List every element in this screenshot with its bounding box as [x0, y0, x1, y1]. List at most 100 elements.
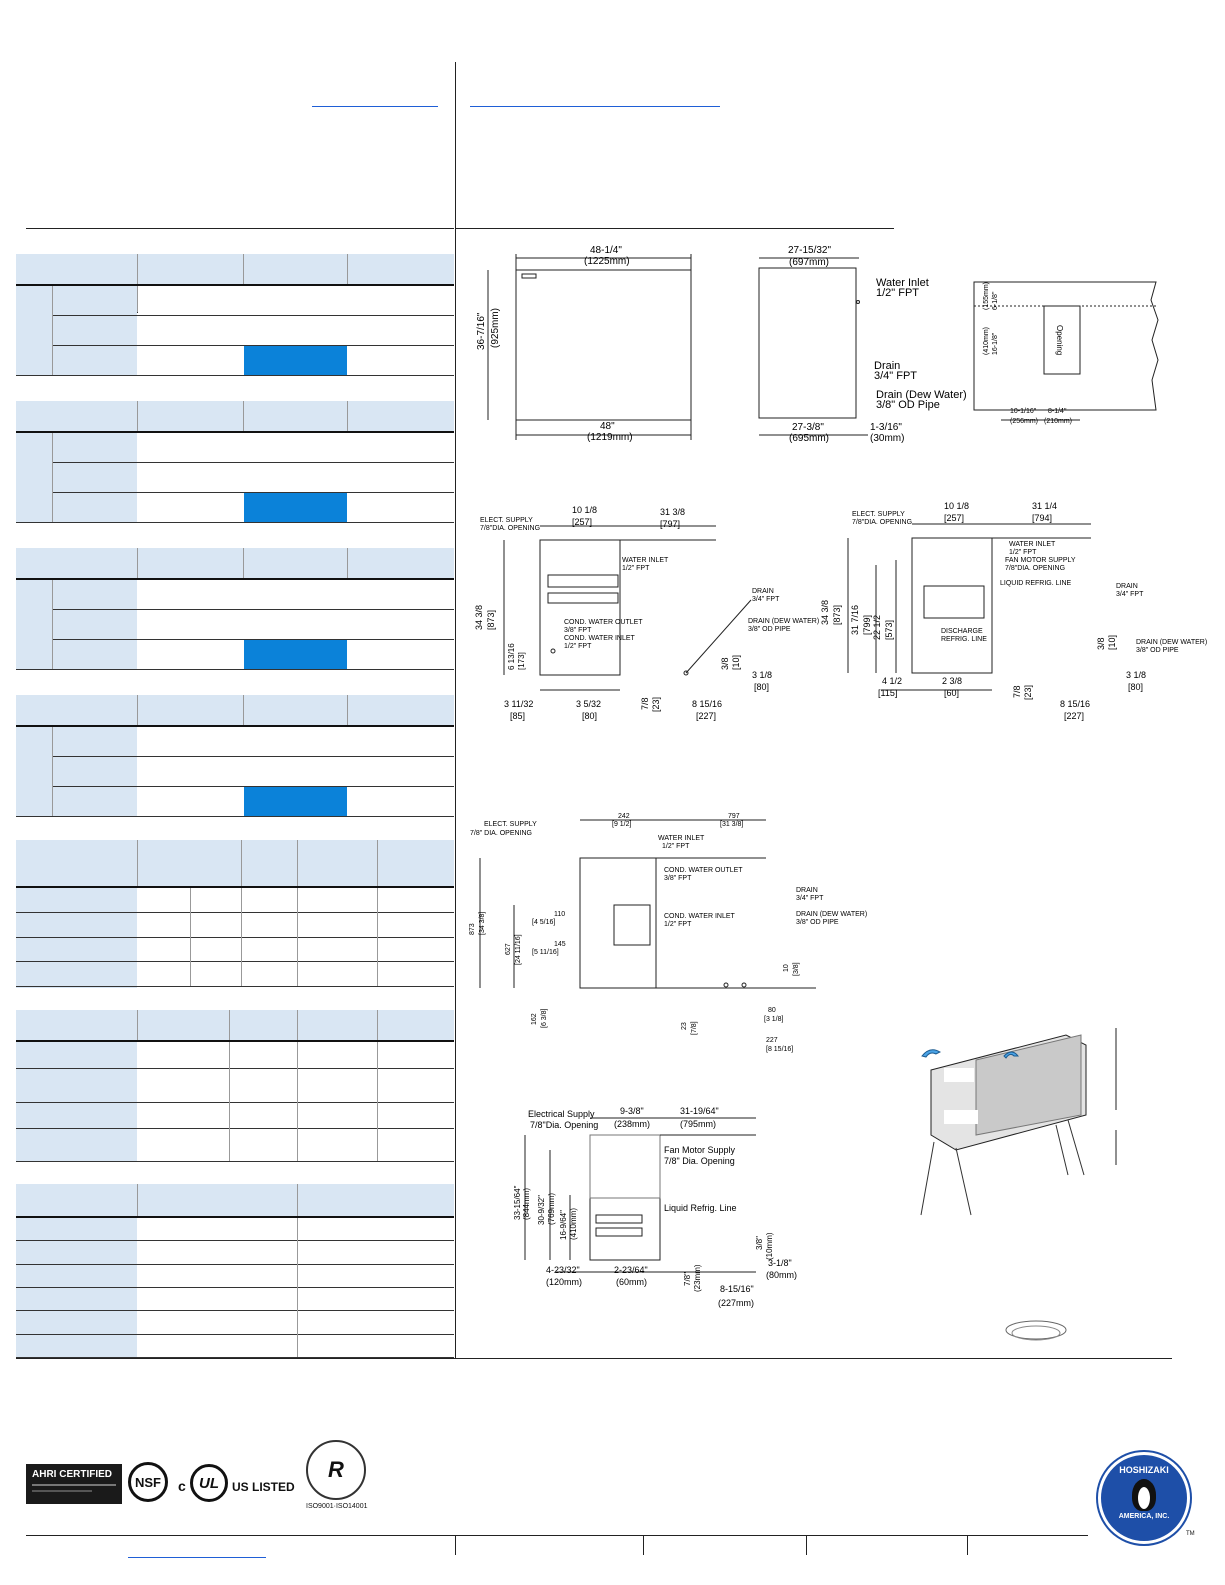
mv-b2-in: [3 1/8]	[764, 1016, 784, 1023]
sv-offset: 1-3/16"	[870, 422, 902, 433]
mv-h2-in: [24 11/16]	[515, 934, 522, 965]
remote-view-cabinet	[911, 537, 993, 674]
mv-drain-dew: DRAIN (DEW WATER)	[796, 911, 867, 918]
ov-left-dim: 10-1/16"	[1010, 408, 1037, 415]
rv-discharge-line: DISCHARGE	[941, 628, 983, 635]
header-link-right[interactable]	[470, 106, 720, 107]
wc-dim-top-left-mm: [257]	[572, 517, 592, 527]
wc-bottom-small: 7/8	[640, 697, 650, 710]
ahri-logo: AHRI CERTIFIED	[26, 1464, 122, 1504]
mv-b3-in: [8 15/16]	[766, 1046, 793, 1053]
wc-drain-dew: DRAIN (DEW WATER)	[748, 618, 819, 625]
header-link-left[interactable]	[312, 106, 438, 107]
nsf-label: NSF	[135, 1474, 161, 1490]
bottom-section-rule	[16, 1358, 1172, 1359]
rv-drain-size: 3/4" FPT	[1116, 591, 1144, 598]
wc-water-inlet-size: 1/2" FPT	[622, 565, 650, 572]
wc-bottom-left-mm: [85]	[510, 711, 525, 721]
sv-drain-size: 3/4" FPT	[874, 370, 917, 382]
ul-c-label: c	[178, 1478, 186, 1494]
rv-height: 34 3/8	[820, 600, 830, 625]
mv-cond-inlet: COND. WATER INLET	[664, 913, 736, 920]
rv-bottom-left: 4 1/2	[882, 676, 902, 686]
rv-water-inlet: WATER INLET	[1009, 541, 1056, 548]
fv-height: 36-7/16"	[476, 312, 487, 350]
mv-b1: 23	[681, 1022, 688, 1030]
rv-height2: 31 7/16	[850, 605, 860, 635]
rv-right-small-mm: [10]	[1107, 635, 1117, 650]
rm-dim-top-right: 31-19/64"	[680, 1106, 719, 1116]
rv-discharge-line2: REFRIG. LINE	[941, 636, 987, 643]
front-view-badge	[521, 273, 537, 279]
rv-drain: DRAIN	[1116, 583, 1138, 590]
drawings-canvas: 48-1/4" (1225mm) 36-7/16" (925mm) 48" (1…	[469, 245, 1207, 1341]
rm-r2: 3-1/8"	[768, 1258, 792, 1268]
wc-cond-inlet-size: 1/2" FPT	[564, 643, 592, 650]
wc-bottom-right: 8 15/16	[692, 699, 722, 709]
rm-r1: 3/8"	[755, 1236, 764, 1250]
mv-drain-dew-size: 3/8" OD PIPE	[796, 919, 839, 926]
mv-elect-supply: ELECT. SUPPLY	[484, 821, 537, 828]
mv-dim-top-right: 797	[728, 813, 740, 820]
wc-height: 34 3/8	[474, 605, 484, 630]
wc-low-height-mm: [173]	[517, 652, 526, 670]
sv-offset-mm: (30mm)	[870, 433, 904, 444]
wc-elect-supply: ELECT. SUPPLY	[480, 517, 533, 524]
rv-fan-motor-opening: 7/8"DIA. OPENING	[1005, 565, 1065, 572]
mv-water-inlet-size: 1/2" FPT	[662, 843, 690, 850]
front-view-cabinet	[515, 269, 692, 421]
rm-b1: 4-23/32"	[546, 1265, 580, 1275]
highlight-cell-a	[244, 346, 347, 375]
rm-b3-mm: (23mm)	[693, 1264, 702, 1292]
penguin-icon	[1132, 1479, 1156, 1511]
sv-drain: Drain	[874, 360, 900, 372]
wc-water-inlet: WATER INLET	[622, 557, 669, 564]
side-view-cabinet	[758, 267, 857, 419]
rm-h2: 30-9/32"	[537, 1195, 546, 1225]
rm-h1: 33-15/64"	[513, 1185, 522, 1220]
iso-label: ISO9001·ISO14001	[306, 1503, 368, 1510]
rv-right-offset-mm: [80]	[1128, 682, 1143, 692]
fv-bottom-width: 48"	[600, 421, 615, 432]
rv-drain-dew-size: 3/8" OD PIPE	[1136, 647, 1179, 654]
mv-h3: 110	[554, 911, 565, 918]
spec-table-g	[16, 1184, 454, 1358]
mv-h2: 627	[505, 943, 512, 955]
rm-b2: 2-23/64"	[614, 1265, 648, 1275]
wc-drain: DRAIN	[752, 588, 774, 595]
ahri-label: AHRI CERTIFIED	[32, 1469, 112, 1480]
right-header-rule	[456, 228, 894, 229]
rm-b3: 7/8"	[683, 1272, 692, 1286]
rm-b4-mm: (227mm)	[718, 1298, 754, 1308]
rm-b1-mm: (120mm)	[546, 1277, 582, 1287]
wc-bottom-left: 3 11/32	[504, 699, 533, 709]
fv-bottom-width-mm: (1219mm)	[587, 432, 633, 443]
mv-height-in: [34 3/8]	[479, 912, 486, 935]
wc-dim-top-left: 10 1/8	[572, 505, 597, 515]
rv-height-mm: [873]	[832, 605, 842, 625]
sv-drain-dew-size: 3/8" OD Pipe	[876, 399, 940, 411]
wc-right-offset: 3 1/8	[752, 670, 772, 680]
sv-drain-dew: Drain (Dew Water)	[876, 389, 967, 401]
highlight-cell-d	[244, 787, 347, 816]
wc-right-offset-mm: [80]	[754, 682, 769, 692]
footer-link[interactable]	[128, 1557, 266, 1558]
mv-height: 873	[469, 923, 476, 935]
rv-bottom-mid-mm: [60]	[944, 688, 959, 698]
mv-cond-outlet: COND. WATER OUTLET	[664, 867, 743, 874]
rv-bottom-small: 7/8	[1012, 685, 1022, 698]
rv-bottom-right: 8 15/16	[1060, 699, 1090, 709]
sv-depth-bottom: 27-3/8"	[792, 422, 824, 433]
rm-h1-mm: (844mm)	[522, 1188, 531, 1220]
mv-drain-size: 3/4" FPT	[796, 895, 824, 902]
ul-logo: UL	[190, 1464, 228, 1502]
wc-right-small: 3/8	[720, 657, 730, 670]
column-divider	[455, 62, 456, 1359]
mv-drain: DRAIN	[796, 887, 818, 894]
wc-dim-top-right-mm: [797]	[660, 519, 680, 529]
mv-h3-in: [4 5/16]	[532, 919, 555, 926]
opening-view-wall	[973, 281, 1159, 411]
wc-bottom-mid-mm: [80]	[582, 711, 597, 721]
rv-elect-supply: ELECT. SUPPLY	[852, 511, 905, 518]
footer-divider-2	[643, 1535, 644, 1555]
